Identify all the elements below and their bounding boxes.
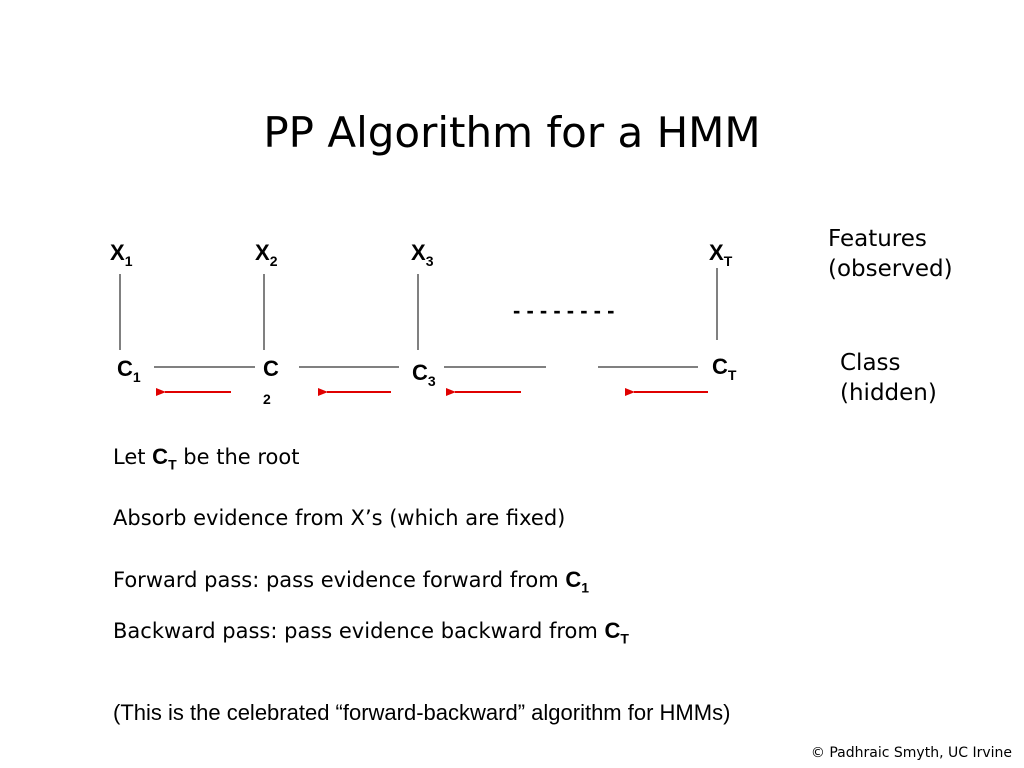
class-label: Class (hidden)	[840, 348, 937, 408]
node-x2: X2	[255, 240, 278, 269]
features-label-line2: (observed)	[828, 256, 953, 282]
features-label: Features (observed)	[828, 224, 953, 284]
page-title: PP Algorithm for a HMM	[263, 108, 761, 157]
node-xt: XT	[709, 240, 733, 269]
features-label-line1: Features	[828, 226, 927, 252]
var-ct-2: CT	[604, 618, 629, 647]
class-label-line2: (hidden)	[840, 380, 937, 406]
node-x1: X1	[110, 240, 133, 269]
bullet-absorb: Absorb evidence from X’s (which are fixe…	[113, 506, 566, 530]
var-ct: CT	[152, 444, 177, 473]
node-c1: C1	[117, 356, 141, 385]
node-c3: C3	[412, 360, 436, 389]
copyright-footer: © Padhraic Smyth, UC Irvine	[810, 745, 1012, 761]
bullet-backward: Backward pass: pass evidence backward fr…	[113, 618, 629, 647]
chain-ellipsis: - - - - - - - -	[513, 298, 614, 323]
node-x3: X3	[411, 240, 434, 269]
forward-backward-note: (This is the celebrated “forward-backwar…	[113, 700, 731, 725]
var-c1: C1	[565, 567, 590, 596]
bullet-root: Let CT be the root	[113, 444, 300, 473]
node-ct: CT	[712, 354, 737, 383]
bullet-forward: Forward pass: pass evidence forward from…	[113, 567, 590, 596]
class-label-line1: Class	[840, 350, 901, 376]
